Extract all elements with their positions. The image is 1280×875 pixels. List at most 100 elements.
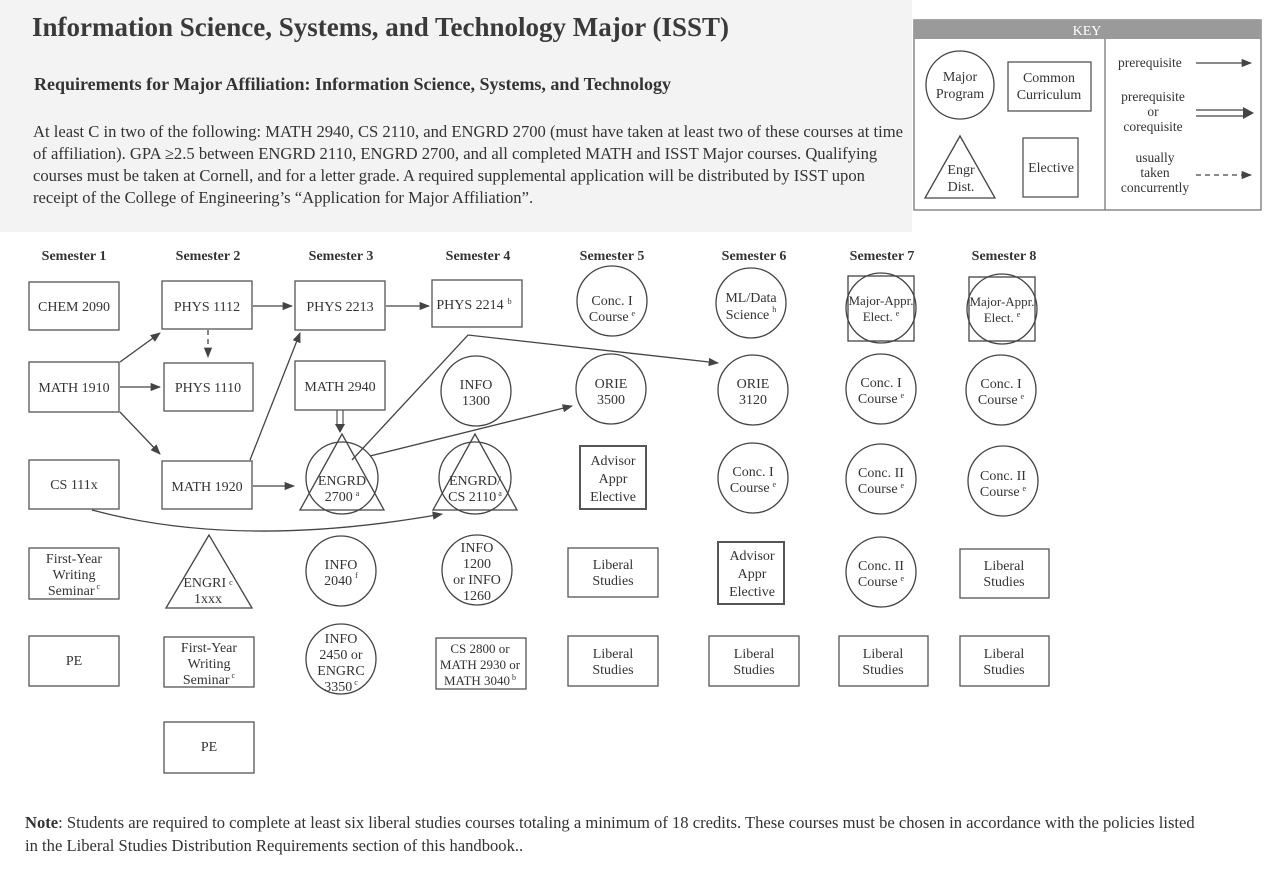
key-prerequisite-label: prerequisite	[1118, 55, 1182, 70]
course-label: PHYS 1112	[174, 300, 240, 315]
key-engr-dist-label: Dist.	[948, 180, 975, 195]
semester-6-header: Semester 6	[722, 249, 787, 264]
course-label: Major-Appr.Elect.e	[969, 294, 1034, 325]
key-common-curriculum-label: Common	[1023, 71, 1075, 86]
key-major-program-label: Major	[943, 70, 978, 85]
course-math-2940: MATH 2940	[294, 360, 386, 411]
course-label: PHYS 2213	[306, 300, 373, 315]
semester-3-header: Semester 3	[309, 249, 374, 264]
key-prereq-coreq-label: corequisite	[1123, 119, 1182, 134]
key-concurrent-label: taken	[1140, 165, 1169, 180]
key-prereq-coreq-label: prerequisite	[1121, 89, 1185, 104]
course-cs-111x: CS 111x	[28, 459, 120, 510]
key-engr-dist-label: Engr	[947, 163, 975, 178]
course-label: CS 111x	[50, 478, 98, 493]
page-title: Information Science, Systems, and Techno…	[32, 12, 730, 42]
key-title: KEY	[1073, 24, 1102, 39]
course-pe: PE	[163, 721, 255, 774]
course-chem-2090: CHEM 2090	[28, 281, 120, 331]
course-phys-1110: PHYS 1110	[163, 362, 254, 412]
affiliation-subtitle: Requirements for Major Affiliation: Info…	[34, 74, 671, 94]
course-label: CHEM 2090	[38, 300, 110, 315]
key-elective-label: Elective	[1028, 161, 1074, 176]
semester-8-header: Semester 8	[972, 249, 1037, 264]
key-concurrent-label: concurrently	[1121, 180, 1189, 195]
note-label: Note	[25, 813, 59, 832]
course-label: MATH 2940	[304, 380, 375, 395]
requirements-header-panel	[0, 0, 912, 232]
course-label: MATH 1910	[38, 381, 109, 396]
course-label: PE	[201, 740, 217, 755]
key-major-program-label: Program	[936, 87, 984, 102]
course-math-1910: MATH 1910	[28, 361, 120, 413]
course-label: MATH 1920	[171, 480, 242, 495]
course-label: PE	[66, 654, 82, 669]
prerequisite-arrows	[91, 301, 720, 532]
semester-headers: Semester 1 Semester 2 Semester 3 Semeste…	[42, 249, 1037, 264]
key-common-curriculum-label: Curriculum	[1017, 88, 1082, 103]
liberal-studies-note: Note: Students are required to complete …	[25, 811, 1205, 857]
semester-4-header: Semester 4	[446, 249, 511, 264]
course-major-approved-elective: Major-Appr.Elect.e	[845, 272, 917, 344]
course-phys-2213: PHYS 2213	[294, 280, 386, 331]
key-prereq-coreq-label: or	[1147, 104, 1159, 119]
semester-5-header: Semester 5	[580, 249, 645, 264]
course-label: Major-Appr.Elect.e	[848, 293, 913, 324]
semester-7-header: Semester 7	[850, 249, 915, 264]
course-math-1920: MATH 1920	[161, 460, 253, 510]
semester-2-header: Semester 2	[176, 249, 241, 264]
